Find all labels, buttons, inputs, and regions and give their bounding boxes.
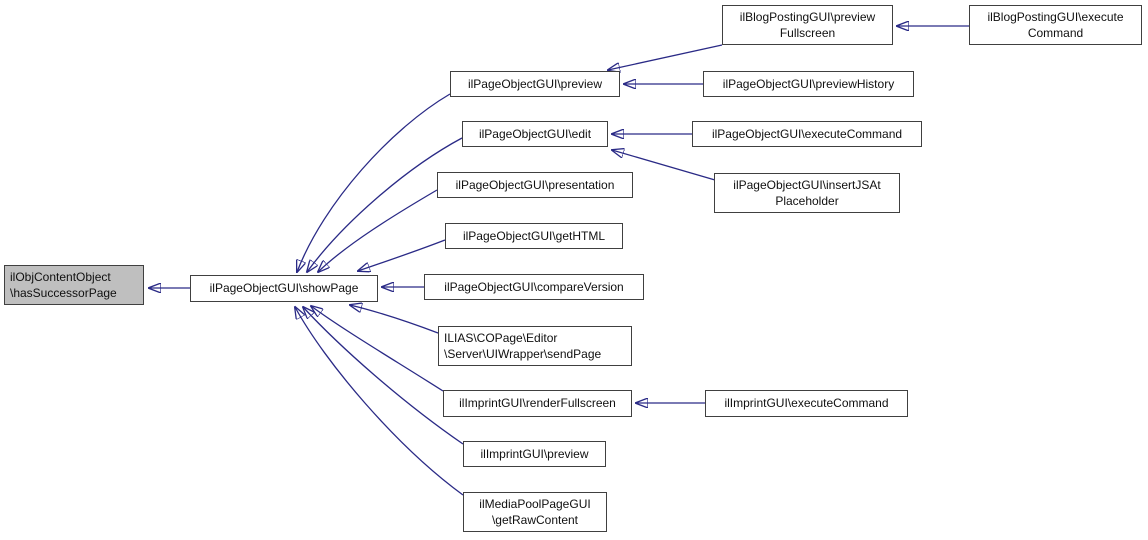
edge-previewfullscreen-to-preview [608, 44, 723, 70]
node-label: ilBlogPostingGUI\preview Fullscreen [739, 9, 876, 40]
node-ilblogpostinggui-executecommand[interactable]: ilBlogPostingGUI\execute Command [969, 5, 1142, 45]
edge-preview-to-showpage [297, 93, 451, 272]
node-label: ilImprintGUI\executeCommand [724, 396, 889, 411]
node-ilpageobjectgui-edit[interactable]: ilPageObjectGUI\edit [462, 121, 608, 147]
node-ilimprintgui-renderfullscreen[interactable]: ilImprintGUI\renderFullscreen [443, 390, 632, 417]
node-ilobjcontentobject-hassuccessorpage: ilObjContentObject \hasSuccessorPage [4, 265, 144, 305]
node-label: ilImprintGUI\renderFullscreen [459, 396, 616, 411]
node-label: ilPageObjectGUI\insertJSAt Placeholder [733, 177, 881, 208]
node-label: ilPageObjectGUI\compareVersion [444, 279, 624, 294]
node-ilpageobjectgui-previewhistory[interactable]: ilPageObjectGUI\previewHistory [703, 71, 914, 97]
edge-renderfullscreen-to-showpage [311, 306, 444, 392]
node-ilimprintgui-preview[interactable]: ilImprintGUI\preview [463, 441, 606, 467]
node-ilpageobjectgui-executecommand[interactable]: ilPageObjectGUI\executeCommand [692, 121, 922, 147]
node-ilpageobjectgui-showpage[interactable]: ilPageObjectGUI\showPage [190, 275, 378, 302]
node-label: ilMediaPoolPageGUI \getRawContent [479, 496, 591, 527]
edge-edit-to-showpage [307, 137, 463, 272]
node-ilblogpostinggui-previewfullscreen[interactable]: ilBlogPostingGUI\preview Fullscreen [722, 5, 893, 45]
edge-insertjsatplaceholder-to-edit [612, 150, 716, 181]
node-label: ilPageObjectGUI\edit [478, 126, 592, 141]
node-ilpageobjectgui-compareversion[interactable]: ilPageObjectGUI\compareVersion [424, 274, 644, 300]
edge-sendpage-to-showpage [350, 305, 439, 334]
node-label: ilPageObjectGUI\showPage [209, 281, 359, 296]
node-label: ilPageObjectGUI\getHTML [462, 228, 606, 243]
node-label: ilImprintGUI\preview [480, 446, 589, 461]
edge-imprintpreview-to-showpage [303, 307, 464, 445]
node-label: ilPageObjectGUI\preview [467, 76, 603, 91]
edge-getrawcontent-to-showpage [295, 307, 464, 496]
node-label: ilBlogPostingGUI\execute Command [987, 9, 1124, 40]
node-ilias-copage-editor-server-uiwrapper-sendpage[interactable]: ILIAS\COPage\Editor \Server\UIWrapper\se… [438, 326, 632, 366]
node-label: ilPageObjectGUI\executeCommand [711, 126, 903, 141]
edge-presentation-to-showpage [318, 189, 438, 272]
edge-gethtml-to-showpage [358, 239, 446, 271]
node-ilpageobjectgui-insertjsatplaceholder[interactable]: ilPageObjectGUI\insertJSAt Placeholder [714, 173, 900, 213]
node-ilpageobjectgui-preview[interactable]: ilPageObjectGUI\preview [450, 71, 620, 97]
node-ilpageobjectgui-presentation[interactable]: ilPageObjectGUI\presentation [437, 172, 633, 198]
node-label: ILIAS\COPage\Editor \Server\UIWrapper\se… [444, 330, 602, 361]
node-ilpageobjectgui-gethtml[interactable]: ilPageObjectGUI\getHTML [445, 223, 623, 249]
node-label: ilPageObjectGUI\presentation [455, 177, 615, 192]
node-ilimprintgui-executecommand[interactable]: ilImprintGUI\executeCommand [705, 390, 908, 417]
node-ilmediapoolpagegui-getrawcontent[interactable]: ilMediaPoolPageGUI \getRawContent [463, 492, 607, 532]
node-label: ilObjContentObject \hasSuccessorPage [10, 269, 117, 300]
node-label: ilPageObjectGUI\previewHistory [722, 76, 895, 91]
